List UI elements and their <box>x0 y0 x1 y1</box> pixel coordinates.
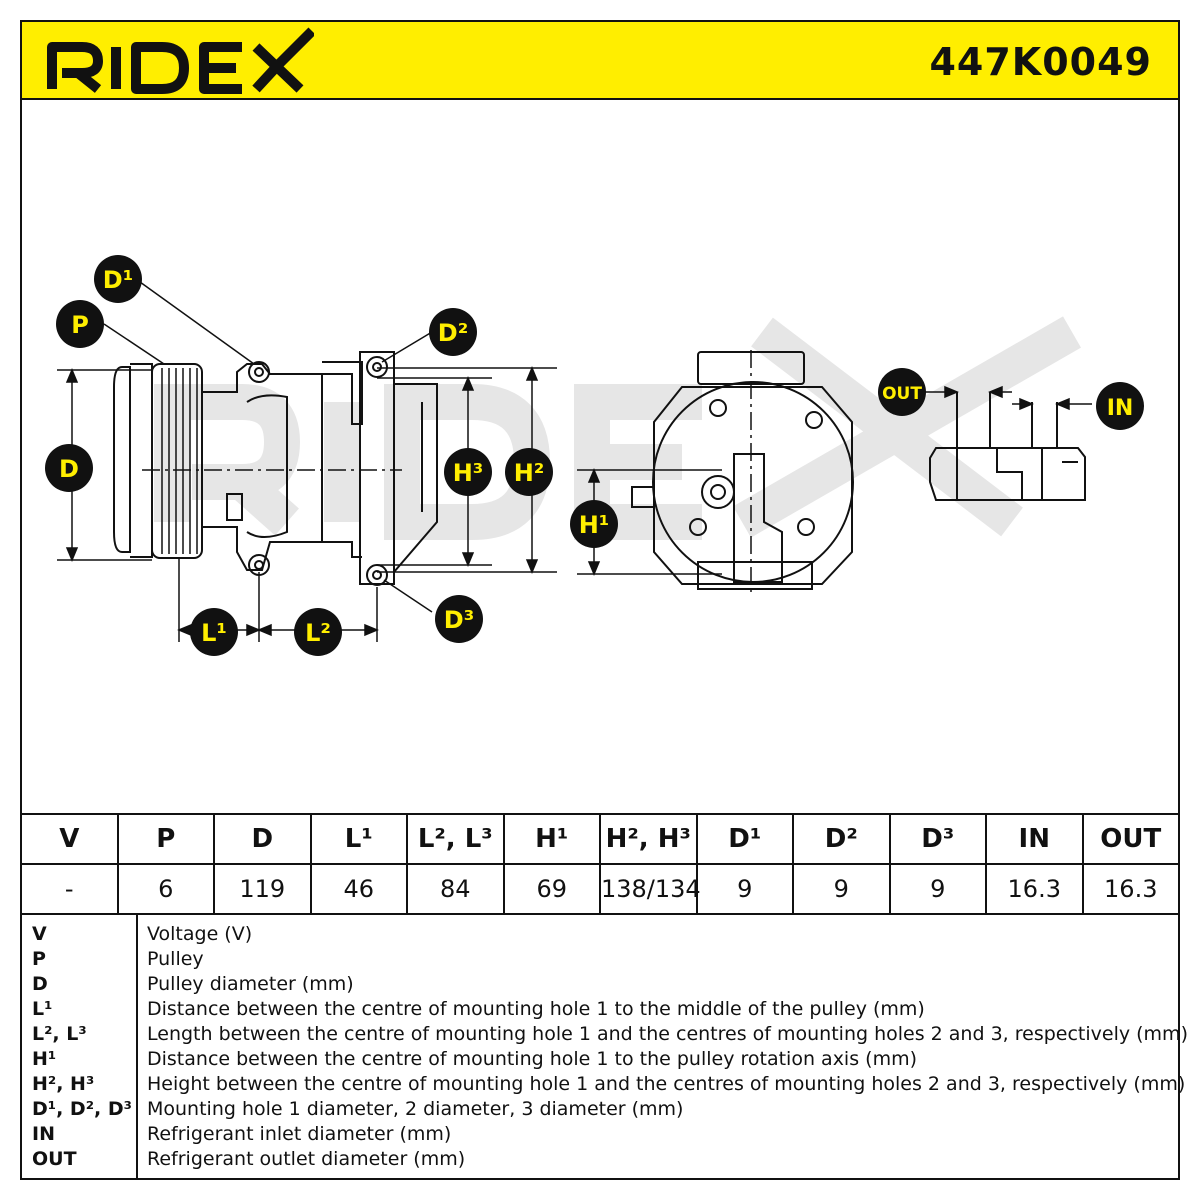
spec-value-cell: 9 <box>792 863 891 915</box>
legend-row: L¹ Distance between the centre of mounti… <box>22 998 1178 1023</box>
legend-key: P <box>32 948 46 970</box>
legend-desc: Distance between the centre of mounting … <box>147 1048 917 1070</box>
svg-text:L²: L² <box>305 619 331 647</box>
legend-key: L¹ <box>32 998 53 1020</box>
legend-row: D¹, D², D³ Mounting hole 1 diameter, 2 d… <box>22 1098 1178 1123</box>
spec-header-cell: L¹ <box>309 813 408 865</box>
badge-D: D <box>45 444 93 492</box>
spec-value-cell: 69 <box>502 863 601 915</box>
svg-text:OUT: OUT <box>882 384 922 404</box>
badge-H1: H¹ <box>570 500 618 548</box>
compressor-front-view <box>631 351 854 590</box>
spec-header-cell: P <box>116 813 215 865</box>
svg-text:D³: D³ <box>444 606 474 634</box>
legend-desc: Length between the centre of mounting ho… <box>147 1023 1188 1045</box>
badge-P: P <box>56 300 104 348</box>
badge-D3: D³ <box>435 595 483 643</box>
legend-key: L², L³ <box>32 1023 87 1045</box>
svg-text:IN: IN <box>1107 396 1134 421</box>
svg-text:H²: H² <box>514 459 545 487</box>
legend: V Voltage (V) P Pulley D Pulley diameter… <box>20 913 1188 1180</box>
spec-value-cell: 84 <box>406 863 505 915</box>
legend-row: D Pulley diameter (mm) <box>22 973 1178 998</box>
legend-key: H², H³ <box>32 1073 95 1095</box>
spec-header-cell: D³ <box>888 813 987 865</box>
svg-text:D¹: D¹ <box>103 266 133 294</box>
legend-key: V <box>32 923 47 945</box>
legend-desc: Voltage (V) <box>147 923 253 945</box>
legend-row: V Voltage (V) <box>22 923 1178 948</box>
legend-row: P Pulley <box>22 948 1178 973</box>
technical-diagram: D¹ P D² D H³ H² H¹ D³ L¹ L² OUT IN <box>45 255 1144 656</box>
spec-header-cell: V <box>20 813 119 865</box>
legend-row: IN Refrigerant inlet diameter (mm) <box>22 1123 1178 1148</box>
spec-header-cell: D¹ <box>695 813 794 865</box>
spec-header-cell: D <box>213 813 312 865</box>
spec-value-cell: 138/134 <box>599 863 701 915</box>
spec-value-cell: - <box>20 863 119 915</box>
spec-header-cell: IN <box>985 813 1084 865</box>
spec-value-cell: 46 <box>309 863 408 915</box>
svg-text:H³: H³ <box>453 459 484 487</box>
legend-row: H², H³ Height between the centre of moun… <box>22 1073 1185 1098</box>
legend-key: H¹ <box>32 1048 57 1070</box>
legend-row: OUT Refrigerant outlet diameter (mm) <box>22 1148 1178 1173</box>
compressor-side-view <box>113 351 438 586</box>
ridex-logo <box>47 27 314 94</box>
front-dimension-lines <box>577 350 752 592</box>
port-detail <box>929 392 1086 501</box>
spec-value-cell: 16.3 <box>1081 863 1180 915</box>
badge-OUT: OUT <box>878 368 926 416</box>
spec-header-cell: OUT <box>1081 813 1180 865</box>
svg-text:P: P <box>71 311 89 339</box>
spec-header-cell: H², H³ <box>599 813 698 865</box>
label-badges: D¹ P D² D H³ H² H¹ D³ L¹ L² OUT IN <box>45 255 1144 656</box>
legend-key: D <box>32 973 48 995</box>
badge-D1: D¹ <box>94 255 142 303</box>
spec-value-cell: 9 <box>695 863 794 915</box>
legend-divider <box>136 913 138 1178</box>
legend-key: IN <box>32 1123 55 1145</box>
legend-desc: Distance between the centre of mounting … <box>147 998 925 1020</box>
spec-header-cell: D² <box>792 813 891 865</box>
port-dimension-lines <box>922 385 1092 411</box>
legend-desc: Pulley diameter (mm) <box>147 973 354 995</box>
spec-header-row: V P D L¹ L², L³ H¹ H², H³ D¹ D² D³ IN OU… <box>20 813 1180 865</box>
svg-text:H¹: H¹ <box>579 511 610 539</box>
ridex-watermark <box>154 316 1081 540</box>
badge-D2: D² <box>429 308 477 356</box>
legend-desc: Height between the centre of mounting ho… <box>147 1073 1186 1095</box>
part-number: 447K0049 <box>929 40 1152 84</box>
legend-desc: Refrigerant outlet diameter (mm) <box>147 1148 466 1170</box>
spec-header-cell: L², L³ <box>406 813 505 865</box>
badge-H2: H² <box>505 448 553 496</box>
svg-text:D²: D² <box>438 319 468 347</box>
legend-row: L², L³ Length between the centre of moun… <box>22 1023 1188 1048</box>
badge-L2: L² <box>294 608 342 656</box>
badge-IN: IN <box>1096 382 1144 430</box>
legend-desc: Pulley <box>147 948 204 970</box>
legend-row: H¹ Distance between the centre of mounti… <box>22 1048 1178 1073</box>
spec-value-cell: 6 <box>116 863 215 915</box>
badge-L1: L¹ <box>190 608 238 656</box>
legend-key: OUT <box>32 1148 77 1170</box>
spec-header-cell: H¹ <box>502 813 601 865</box>
svg-text:D: D <box>59 455 79 483</box>
svg-text:L¹: L¹ <box>201 619 227 647</box>
spec-value-cell: 9 <box>888 863 987 915</box>
spec-value-row: - 6 119 46 84 69 138/134 9 9 9 16.3 16.3 <box>20 863 1180 915</box>
legend-desc: Mounting hole 1 diameter, 2 diameter, 3 … <box>147 1098 684 1120</box>
spec-value-cell: 119 <box>213 863 312 915</box>
badge-H3: H³ <box>444 448 492 496</box>
spec-value-cell: 16.3 <box>985 863 1084 915</box>
header-bar: 447K0049 <box>20 20 1180 100</box>
spec-table: V P D L¹ L², L³ H¹ H², H³ D¹ D² D³ IN OU… <box>20 813 1180 915</box>
legend-desc: Refrigerant inlet diameter (mm) <box>147 1123 452 1145</box>
legend-key: D¹, D², D³ <box>32 1098 132 1120</box>
